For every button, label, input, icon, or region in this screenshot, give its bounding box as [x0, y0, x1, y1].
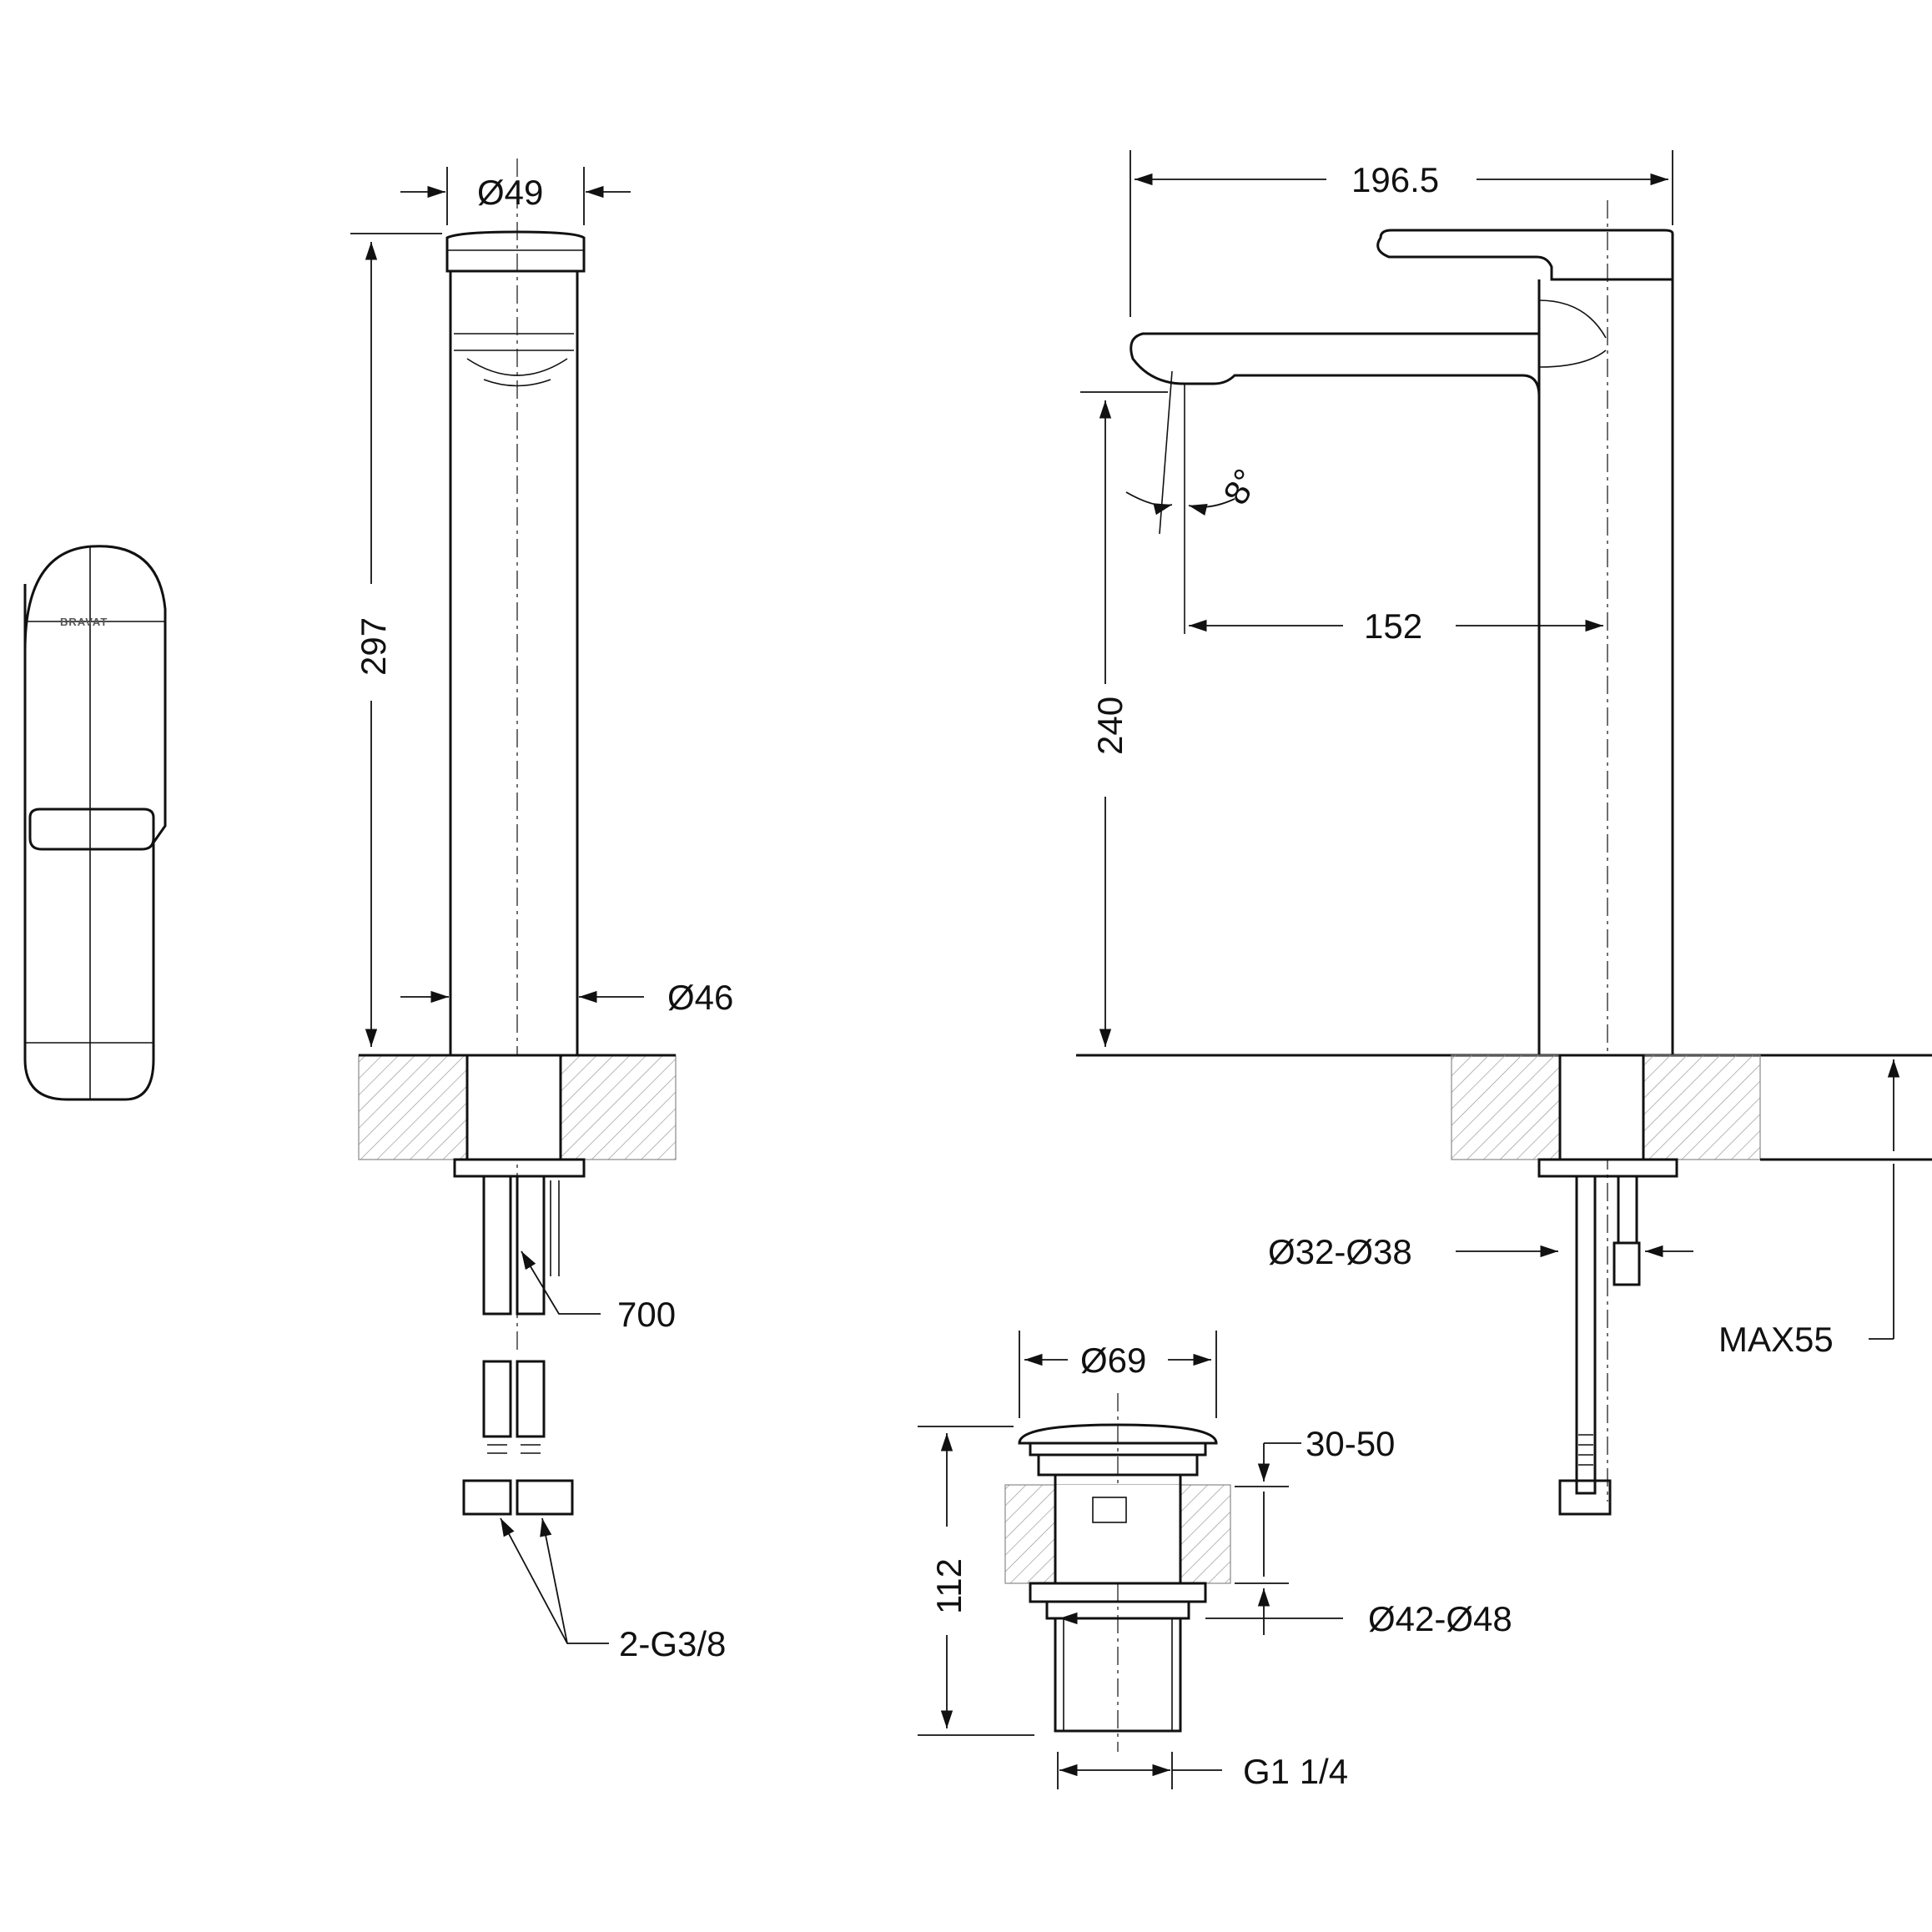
- dim-hose-length: 700: [617, 1295, 676, 1334]
- dim-drain-thickness: 30-50: [1306, 1424, 1395, 1463]
- dim-drain-height: 112: [929, 1558, 969, 1614]
- dim-spout-height: 240: [1090, 697, 1130, 755]
- dim-max-thickness: MAX55: [1718, 1320, 1834, 1359]
- faucet-profile-view: 8° 196.5 152 240 Ø32-Ø38: [1076, 150, 1932, 1516]
- handle-front-view: BRAVAT: [23, 545, 167, 1101]
- dim-top-diameter: Ø49: [477, 173, 543, 212]
- dim-spout-reach: 152: [1364, 606, 1422, 646]
- dim-hole-diameter: Ø32-Ø38: [1268, 1232, 1412, 1271]
- drain-detail: Ø69 112 30-50 Ø42-Ø48 G1 1/4: [918, 1331, 1512, 1791]
- brand-logo: BRAVAT: [60, 616, 108, 628]
- dim-drain-hole-diameter: Ø42-Ø48: [1368, 1599, 1512, 1638]
- dim-connection: 2-G3/8: [619, 1624, 726, 1663]
- faucet-side-view: Ø49 297 Ø46 700 2-G3/8: [350, 158, 733, 1663]
- dim-height-total: 297: [354, 617, 393, 676]
- dim-spout-reach-total: 196.5: [1351, 160, 1439, 199]
- dim-drain-head-diameter: Ø69: [1080, 1341, 1146, 1380]
- dim-body-diameter: Ø46: [667, 978, 733, 1017]
- dim-drain-thread: G1 1/4: [1243, 1752, 1348, 1791]
